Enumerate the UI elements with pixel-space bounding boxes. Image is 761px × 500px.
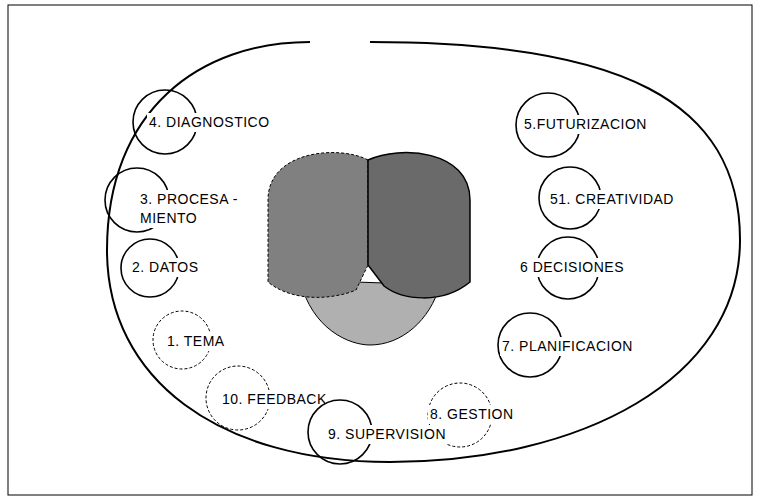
step-label: 51. CREATIVIDAD	[548, 190, 676, 209]
step-circle: 2. DATOS	[120, 238, 180, 298]
frame	[8, 5, 752, 495]
step-label: 5.FUTURIZACION	[522, 115, 649, 134]
step-circle: 7. PLANIFICACION	[497, 312, 563, 378]
step-circle: 3. PROCESA - MIENTO	[104, 167, 170, 233]
step-label: 7. PLANIFICACION	[500, 337, 635, 356]
heart-right-lobe	[368, 153, 470, 298]
step-label: 2. DATOS	[130, 258, 201, 277]
step-label: 1. TEMA	[165, 332, 227, 351]
heart-left-lobe	[268, 153, 368, 298]
step-label: 10. FEEDBACK	[220, 390, 329, 409]
step-circle: 9. SUPERVISION	[307, 399, 373, 465]
step-label: 6 DECISIONES	[518, 258, 626, 277]
step-circle: 5.FUTURIZACION	[515, 92, 581, 158]
step-circle: 1. TEMA	[152, 310, 212, 370]
step-label: 4. DIAGNOSTICO	[147, 113, 272, 132]
step-label: 9. SUPERVISION	[326, 425, 448, 444]
step-label: 8. GESTION	[428, 405, 516, 424]
outer-outline	[107, 42, 740, 462]
step-circle: 4. DIAGNOSTICO	[132, 89, 198, 155]
step-label: 3. PROCESA - MIENTO	[138, 190, 260, 228]
step-circle: 51. CREATIVIDAD	[538, 166, 602, 230]
step-circle: 10. FEEDBACK	[205, 365, 271, 431]
step-circle: 6 DECISIONES	[536, 236, 600, 300]
